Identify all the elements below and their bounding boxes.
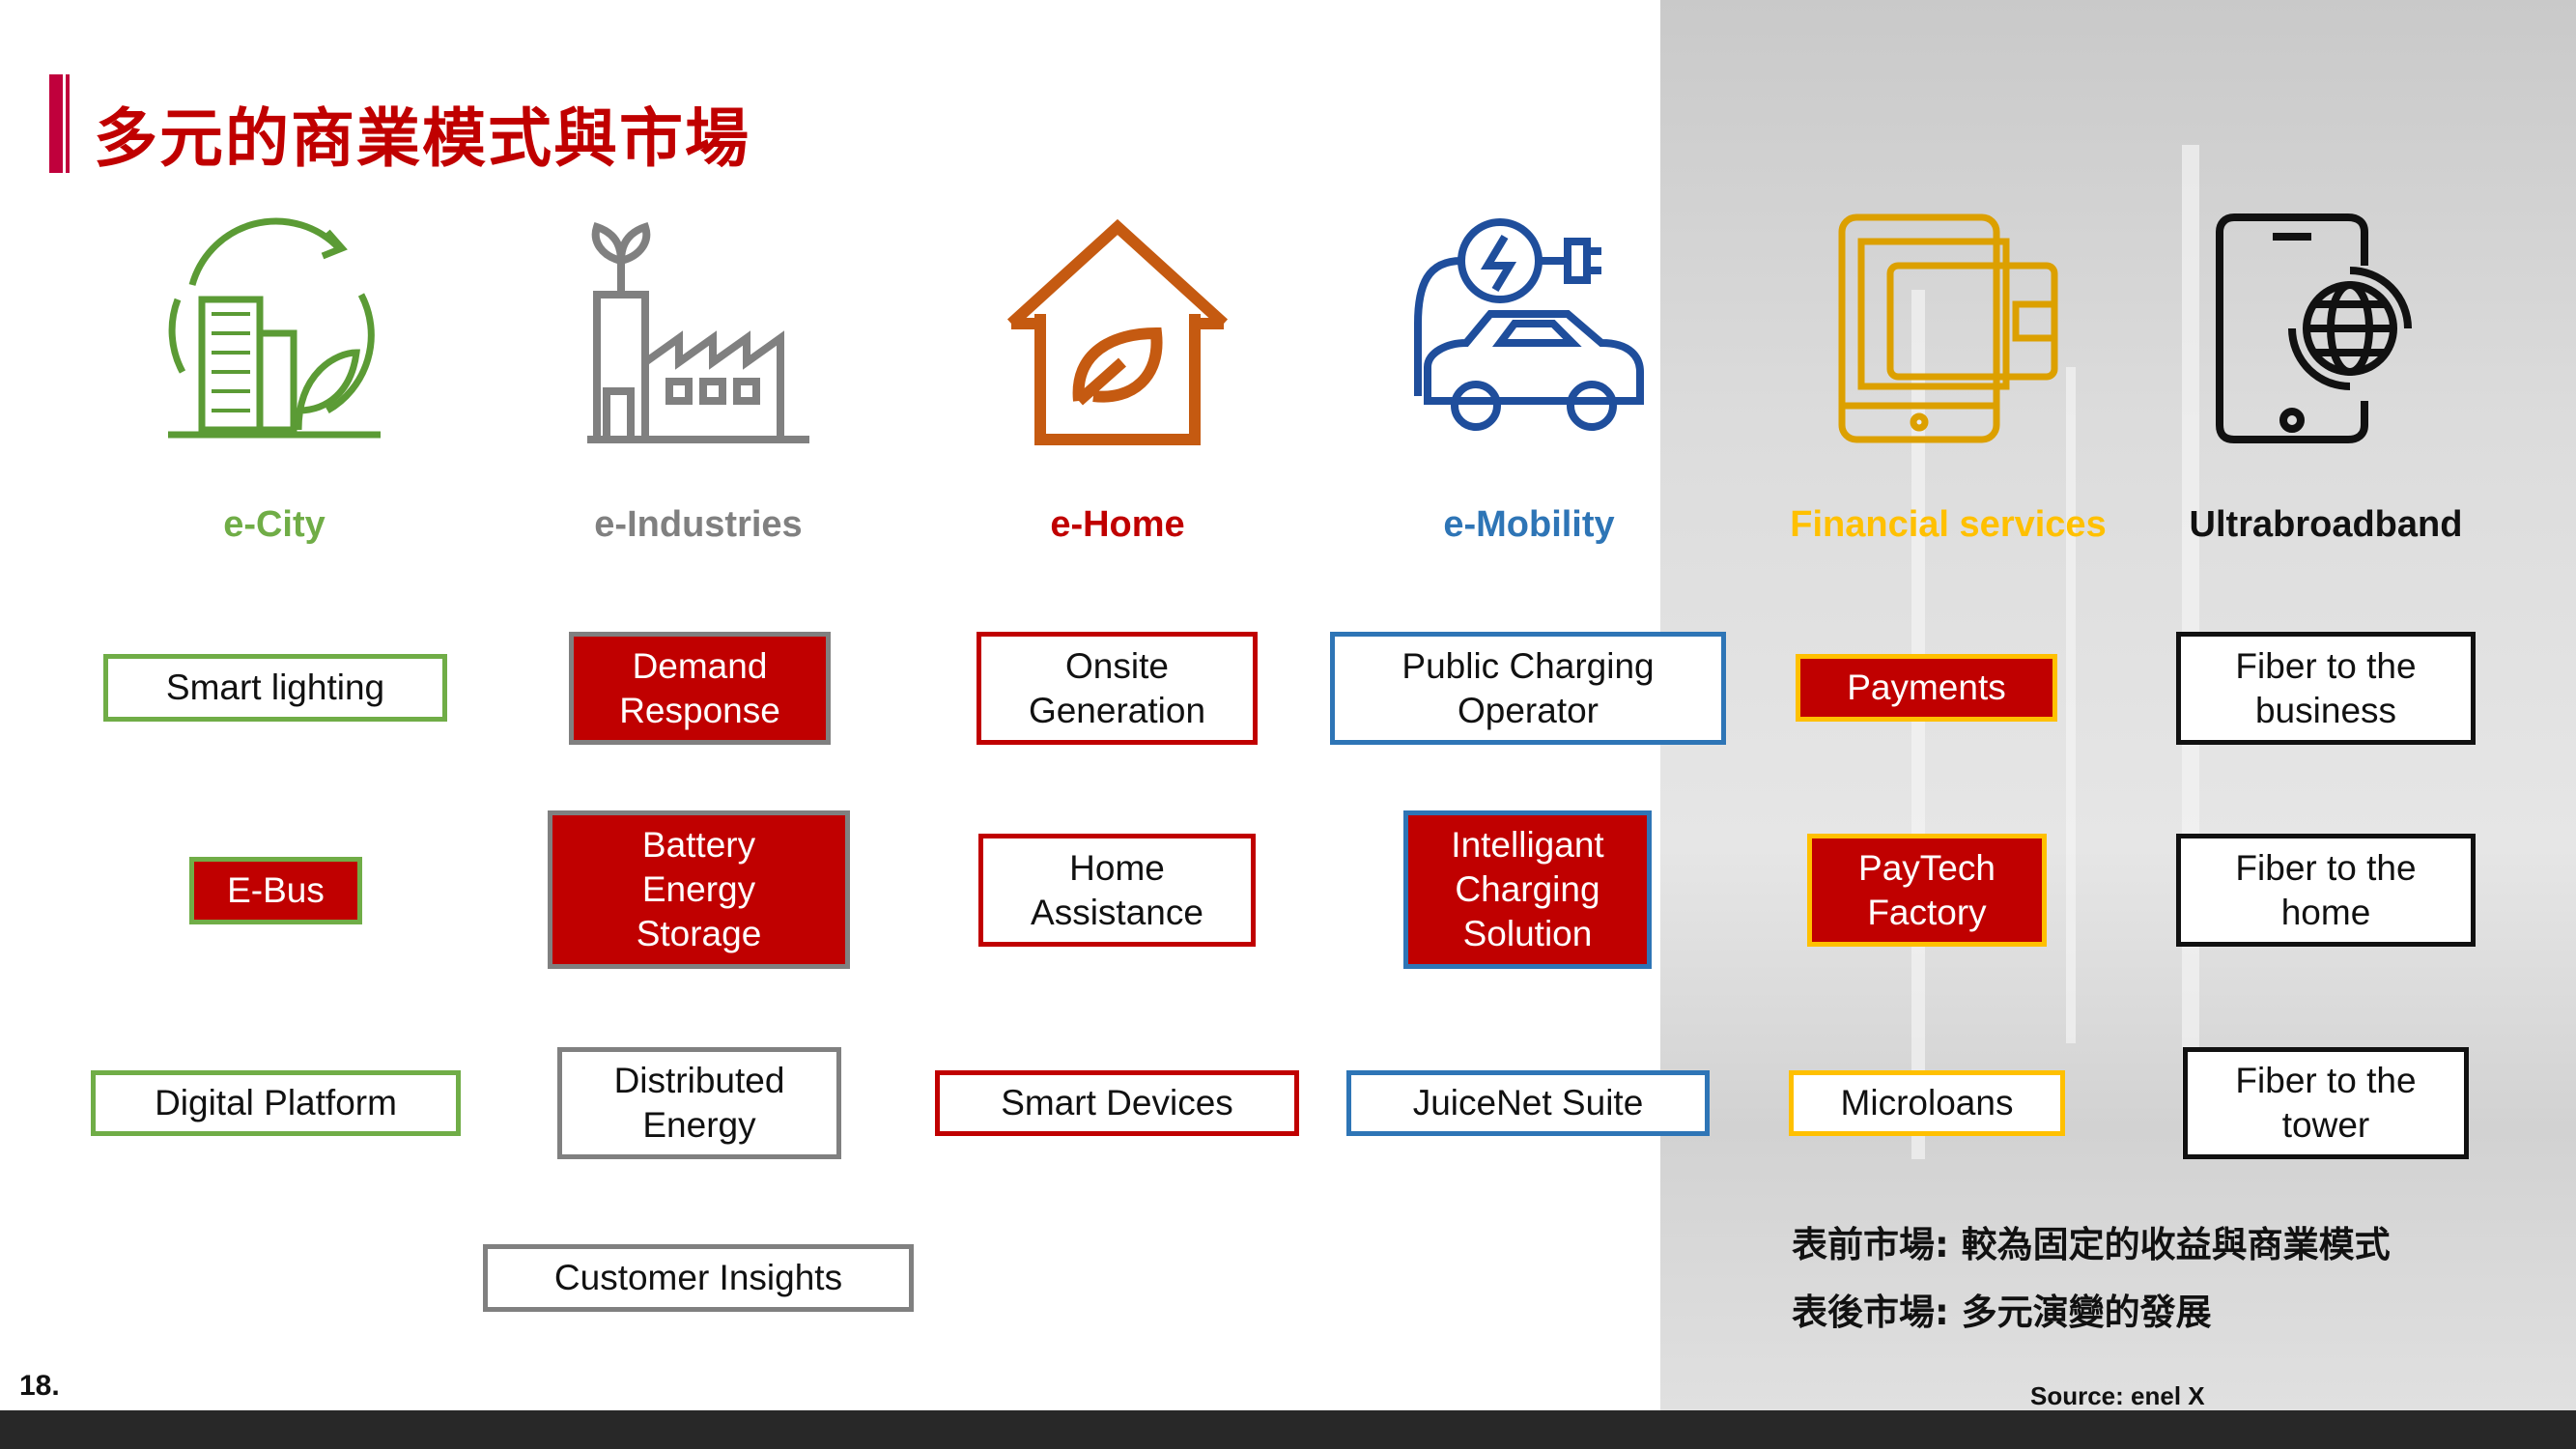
category-e-mobility: e-Mobility (1443, 504, 1615, 545)
source-text: Source: enel X (2030, 1381, 2205, 1410)
box-juicenet-suite: JuiceNet Suite (1346, 1070, 1710, 1136)
box-fiber-to-the-home: Fiber to the home (2176, 834, 2476, 947)
note-behind-the-meter: 表後市場: 多元演變的發展 (1792, 1292, 2212, 1333)
note-front-of-meter: 表前市場: 較為固定的收益與商業模式 (1792, 1224, 2391, 1265)
box-microloans: Microloans (1789, 1070, 2065, 1136)
box-fiber-to-the-tower: Fiber to the tower (2183, 1047, 2469, 1159)
page-number: 18. (19, 1370, 60, 1402)
box-smart-devices: Smart Devices (935, 1070, 1299, 1136)
phone-wallet-icon (1838, 213, 2058, 443)
phone-globe-icon (2216, 213, 2412, 443)
box-fiber-to-the-business: Fiber to the business (2176, 632, 2476, 745)
box-battery-energy-storage: Battery Energy Storage (548, 810, 850, 969)
category-ultrabroadband: Ultrabroadband (2189, 504, 2463, 545)
box-demand-response: Demand Response (569, 632, 831, 745)
title-accent-bar (49, 74, 66, 173)
page-title: 多元的商業模式與市場 (94, 101, 750, 176)
category-e-industries: e-Industries (594, 504, 803, 545)
box-home-assistance: Home Assistance (978, 834, 1256, 947)
footer-bar (0, 1410, 2576, 1449)
box-e-bus: E-Bus (189, 857, 362, 924)
box-distributed-energy: Distributed Energy (557, 1047, 841, 1159)
factory-icon (587, 221, 809, 443)
box-digital-platform: Digital Platform (91, 1070, 461, 1136)
electric-car-icon (1414, 218, 1644, 431)
box-intelligant-charging-solution: Intelligant Charging Solution (1403, 810, 1652, 969)
category-financial-services: Financial services (1790, 504, 2107, 545)
box-public-charging-operator: Public Charging Operator (1330, 632, 1726, 745)
category-e-home: e-Home (1050, 504, 1185, 545)
box-onsite-generation: Onsite Generation (977, 632, 1258, 745)
box-customer-insights: Customer Insights (483, 1244, 914, 1312)
box-payments: Payments (1796, 654, 2057, 722)
box-paytech-factory: PayTech Factory (1807, 834, 2047, 947)
green-city-icon (168, 217, 381, 439)
box-smart-lighting: Smart lighting (103, 654, 447, 722)
category-e-city: e-City (223, 504, 326, 545)
eco-house-icon (1006, 218, 1229, 445)
